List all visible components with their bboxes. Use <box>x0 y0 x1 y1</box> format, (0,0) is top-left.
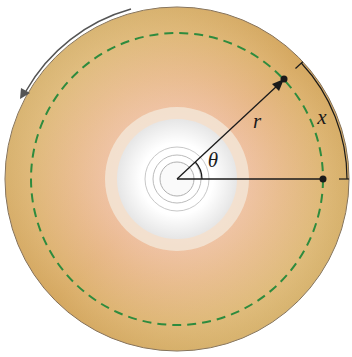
bracket-tick <box>296 62 303 69</box>
disc <box>5 7 349 351</box>
angle-label: θ <box>208 150 218 171</box>
point <box>320 176 327 183</box>
reference-line <box>177 178 323 179</box>
rotation-arrowhead <box>20 88 30 99</box>
bracket-tick <box>339 178 349 179</box>
rotation-arrow <box>26 9 131 91</box>
point <box>281 76 288 83</box>
angle-arc <box>195 162 202 179</box>
dashed-path <box>31 33 323 325</box>
radius-label: r <box>253 111 261 132</box>
arc-length-label: x <box>317 107 326 128</box>
disc-sheen <box>5 7 349 351</box>
arc-bracket <box>301 63 347 179</box>
radius-line <box>177 85 278 179</box>
